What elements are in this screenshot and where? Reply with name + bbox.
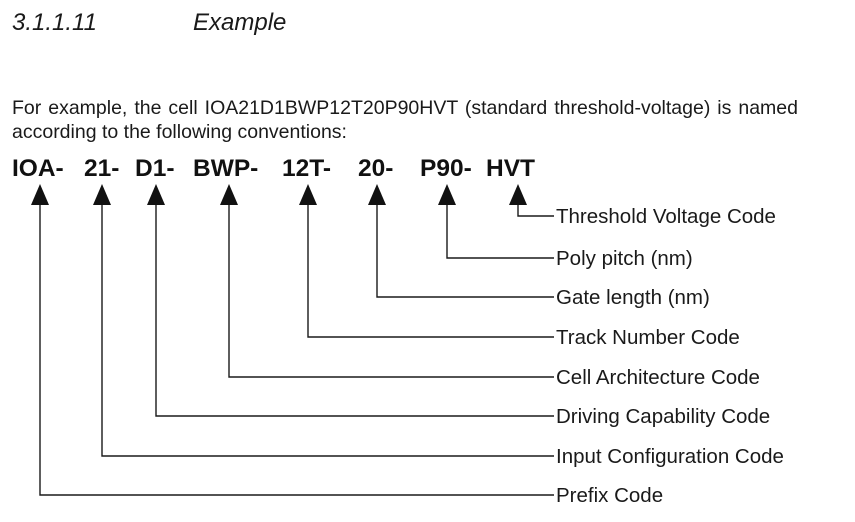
arrow-head-arch bbox=[220, 184, 238, 205]
intro-paragraph: For example, the cell IOA21D1BWP12T20P90… bbox=[12, 96, 798, 143]
arrow-head-gate bbox=[368, 184, 386, 205]
connector-drive bbox=[155, 205, 554, 417]
label-drive: Driving Capability Code bbox=[556, 405, 770, 428]
section-title: Example bbox=[193, 9, 287, 36]
label-input: Input Configuration Code bbox=[556, 445, 784, 468]
label-gate: Gate length (nm) bbox=[556, 286, 710, 309]
segment-vt: HVT bbox=[486, 155, 535, 182]
connector-arch bbox=[228, 205, 554, 378]
label-vt: Threshold Voltage Code bbox=[556, 205, 776, 228]
connector-track bbox=[307, 205, 554, 338]
label-track: Track Number Code bbox=[556, 326, 740, 349]
label-arch: Cell Architecture Code bbox=[556, 366, 760, 389]
segment-prefix: IOA- bbox=[12, 155, 64, 182]
segment-drive: D1- bbox=[135, 155, 174, 182]
arrow-head-input bbox=[93, 184, 111, 205]
connector-prefix bbox=[39, 205, 554, 496]
connector-gate bbox=[376, 205, 554, 298]
section-heading: 3.1.1.11 Example bbox=[12, 8, 286, 38]
segment-gate: 20- bbox=[358, 155, 393, 182]
arrow-head-vt bbox=[509, 184, 527, 205]
arrow-head-poly bbox=[438, 184, 456, 205]
segment-poly: P90- bbox=[420, 155, 472, 182]
arrow-head-drive bbox=[147, 184, 165, 205]
segment-arch: BWP- bbox=[193, 155, 258, 182]
label-prefix: Prefix Code bbox=[556, 484, 663, 507]
connector-input bbox=[101, 205, 554, 457]
connector-poly bbox=[446, 205, 554, 259]
segment-track: 12T- bbox=[282, 155, 331, 182]
arrow-head-prefix bbox=[31, 184, 49, 205]
section-number: 3.1.1.11 bbox=[12, 9, 97, 36]
label-poly: Poly pitch (nm) bbox=[556, 247, 693, 270]
connector-vt bbox=[517, 205, 554, 217]
arrow-head-track bbox=[299, 184, 317, 205]
segment-input: 21- bbox=[84, 155, 119, 182]
